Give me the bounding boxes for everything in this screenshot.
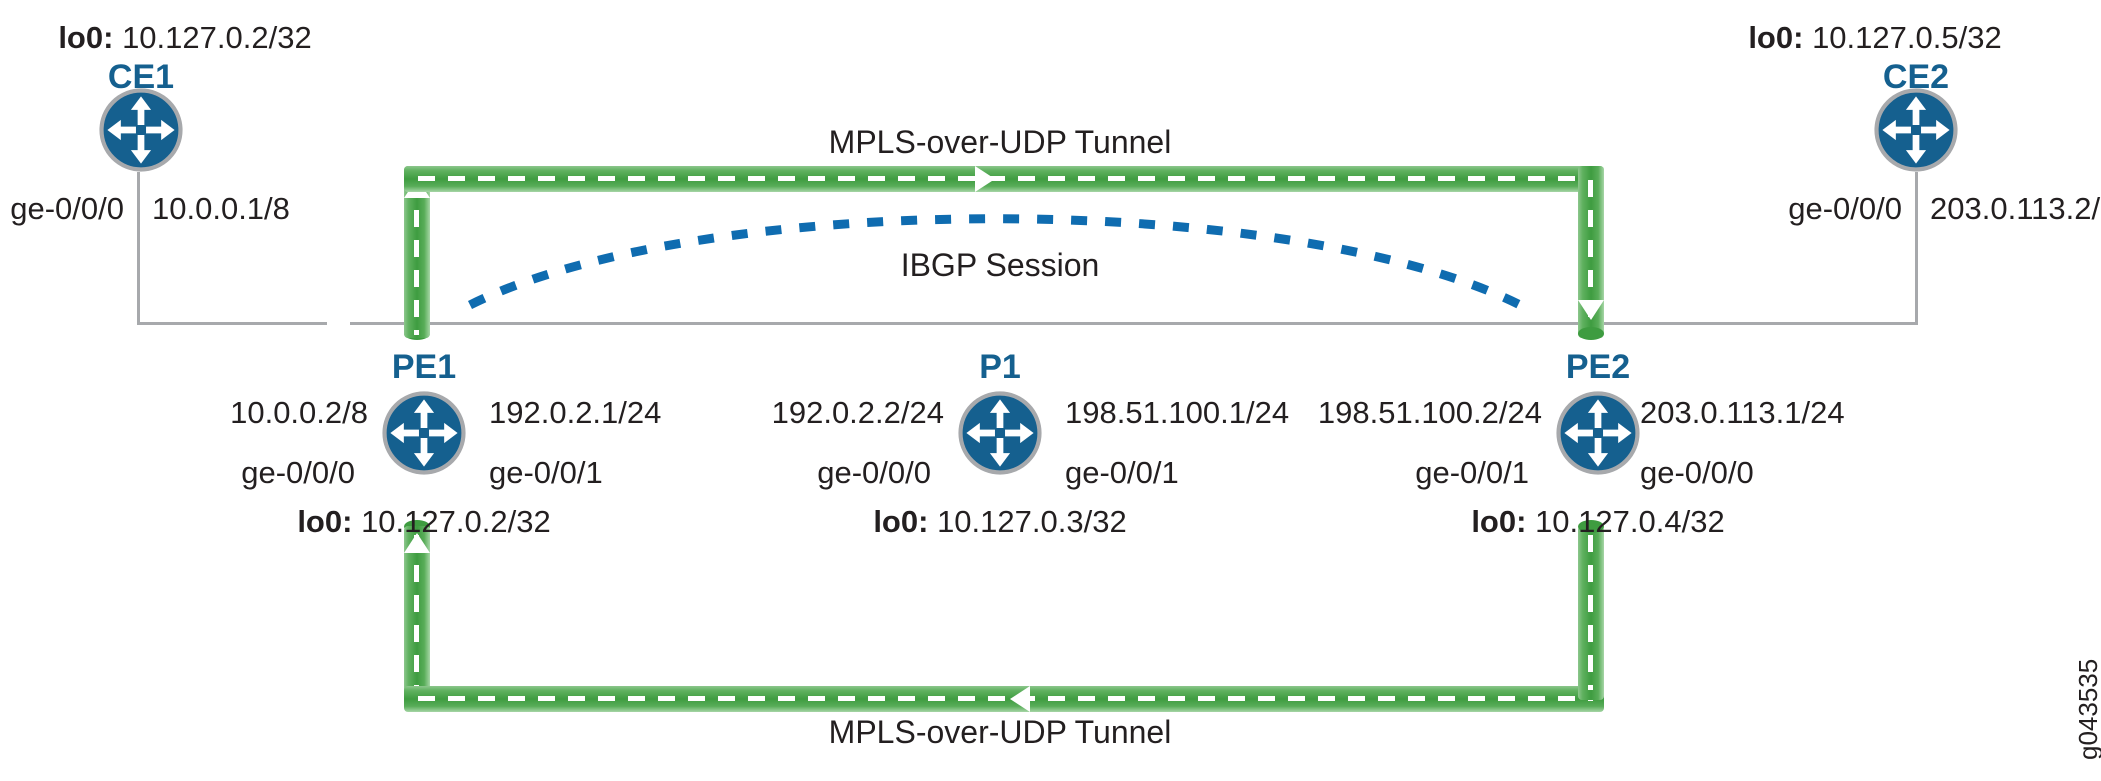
ce2-interface-name: ge-0/0/0	[1788, 191, 1902, 226]
ce1-interface-address: 10.0.0.1/8	[152, 191, 290, 226]
p1-right-interface-name: ge-0/0/1	[1065, 455, 1179, 490]
wire-spine-right	[1650, 322, 1918, 325]
wire-p1-pe2	[1010, 322, 1650, 325]
pe1-right-interface-name: ge-0/0/1	[489, 455, 603, 490]
top-tunnel-right-arrow-down	[1578, 300, 1604, 320]
router-icon	[1874, 88, 1958, 172]
router-icon	[1556, 391, 1640, 475]
wire-ce1-to-spine	[137, 172, 140, 324]
pe1-loopback-prefix: lo0:	[297, 504, 353, 539]
bottom-tunnel-bottom-dashes	[418, 696, 1593, 701]
pe2-loopback-prefix: lo0:	[1471, 504, 1527, 539]
wire-pe1-p1	[350, 322, 1010, 325]
pe2-right-address: 203.0.113.1/24	[1640, 395, 1845, 430]
router-icon	[99, 88, 183, 172]
tick-ce2-iface	[1915, 188, 1918, 236]
wire-ce2-to-spine	[1915, 172, 1918, 324]
router-pe1[interactable]	[382, 391, 466, 475]
bottom-tunnel-arrow-left	[1010, 686, 1030, 712]
pe2-left-address: 198.51.100.2/24	[1317, 395, 1542, 430]
node-label-p1: P1	[979, 348, 1021, 386]
ibgp-session-label: IBGP Session	[890, 249, 1110, 281]
pe2-loopback-label: lo0: 10.127.0.4/32	[1471, 506, 1724, 537]
router-pe2[interactable]	[1556, 391, 1640, 475]
top-tunnel-left-dashes	[414, 180, 419, 335]
node-label-pe2: PE2	[1565, 348, 1631, 386]
p1-loopback-prefix: lo0:	[873, 504, 929, 539]
bottom-tunnel-left-arrow-up	[404, 533, 430, 553]
wire-spine-left	[137, 322, 327, 325]
top-tunnel-arrow-right	[975, 166, 995, 192]
top-tunnel-right-dashes	[1588, 180, 1593, 320]
bottom-tunnel-left-dashes	[414, 535, 419, 690]
pe1-left-interface-name: ge-0/0/0	[241, 455, 355, 490]
node-label-ce2: CE2	[1882, 58, 1950, 96]
ce2-loopback-value: 10.127.0.5/32	[1812, 20, 2002, 55]
ce2-loopback-label: lo0: 10.127.0.5/32	[1748, 22, 2001, 53]
ce1-loopback-value: 10.127.0.2/32	[122, 20, 312, 55]
p1-left-interface-name: ge-0/0/0	[817, 455, 931, 490]
bottom-tunnel-right-dashes	[1588, 535, 1593, 690]
ce1-interface-name: ge-0/0/0	[10, 191, 124, 226]
p1-right-address: 198.51.100.1/24	[1065, 395, 1290, 430]
top-tunnel-label: MPLS-over-UDP Tunnel	[828, 124, 1172, 160]
node-label-ce1: CE1	[107, 58, 175, 96]
pe1-left-address: 10.0.0.2/8	[230, 395, 368, 430]
bottom-tunnel-right-cap	[1578, 520, 1604, 533]
router-icon	[382, 391, 466, 475]
p1-loopback-label: lo0: 10.127.0.3/32	[873, 506, 1126, 537]
figure-watermark: g043535	[2073, 658, 2101, 760]
top-tunnel-right-cap	[1578, 327, 1604, 340]
bottom-tunnel-label: MPLS-over-UDP Tunnel	[828, 714, 1172, 750]
ce2-loopback-prefix: lo0:	[1748, 20, 1804, 55]
ce1-loopback-label: lo0: 10.127.0.2/32	[58, 22, 311, 53]
router-ce2[interactable]	[1874, 88, 1958, 172]
router-ce1[interactable]	[99, 88, 183, 172]
pe1-loopback-value: 10.127.0.2/32	[361, 504, 551, 539]
pe1-loopback-label: lo0: 10.127.0.2/32	[297, 506, 550, 537]
p1-left-address: 192.0.2.2/24	[771, 395, 944, 430]
ce2-interface-address: 203.0.113.2/24	[1930, 191, 2101, 226]
pe2-left-interface-name: ge-0/0/1	[1415, 455, 1529, 490]
pe2-right-interface-name: ge-0/0/0	[1640, 455, 1754, 490]
router-icon	[958, 391, 1042, 475]
pe2-loopback-value: 10.127.0.4/32	[1535, 504, 1725, 539]
tick-ce1-iface	[137, 188, 140, 236]
node-label-pe1: PE1	[391, 348, 457, 386]
router-p1[interactable]	[958, 391, 1042, 475]
ce1-loopback-prefix: lo0:	[58, 20, 114, 55]
pe1-right-address: 192.0.2.1/24	[489, 395, 662, 430]
top-tunnel-top-dashes	[418, 176, 1593, 181]
p1-loopback-value: 10.127.0.3/32	[937, 504, 1127, 539]
